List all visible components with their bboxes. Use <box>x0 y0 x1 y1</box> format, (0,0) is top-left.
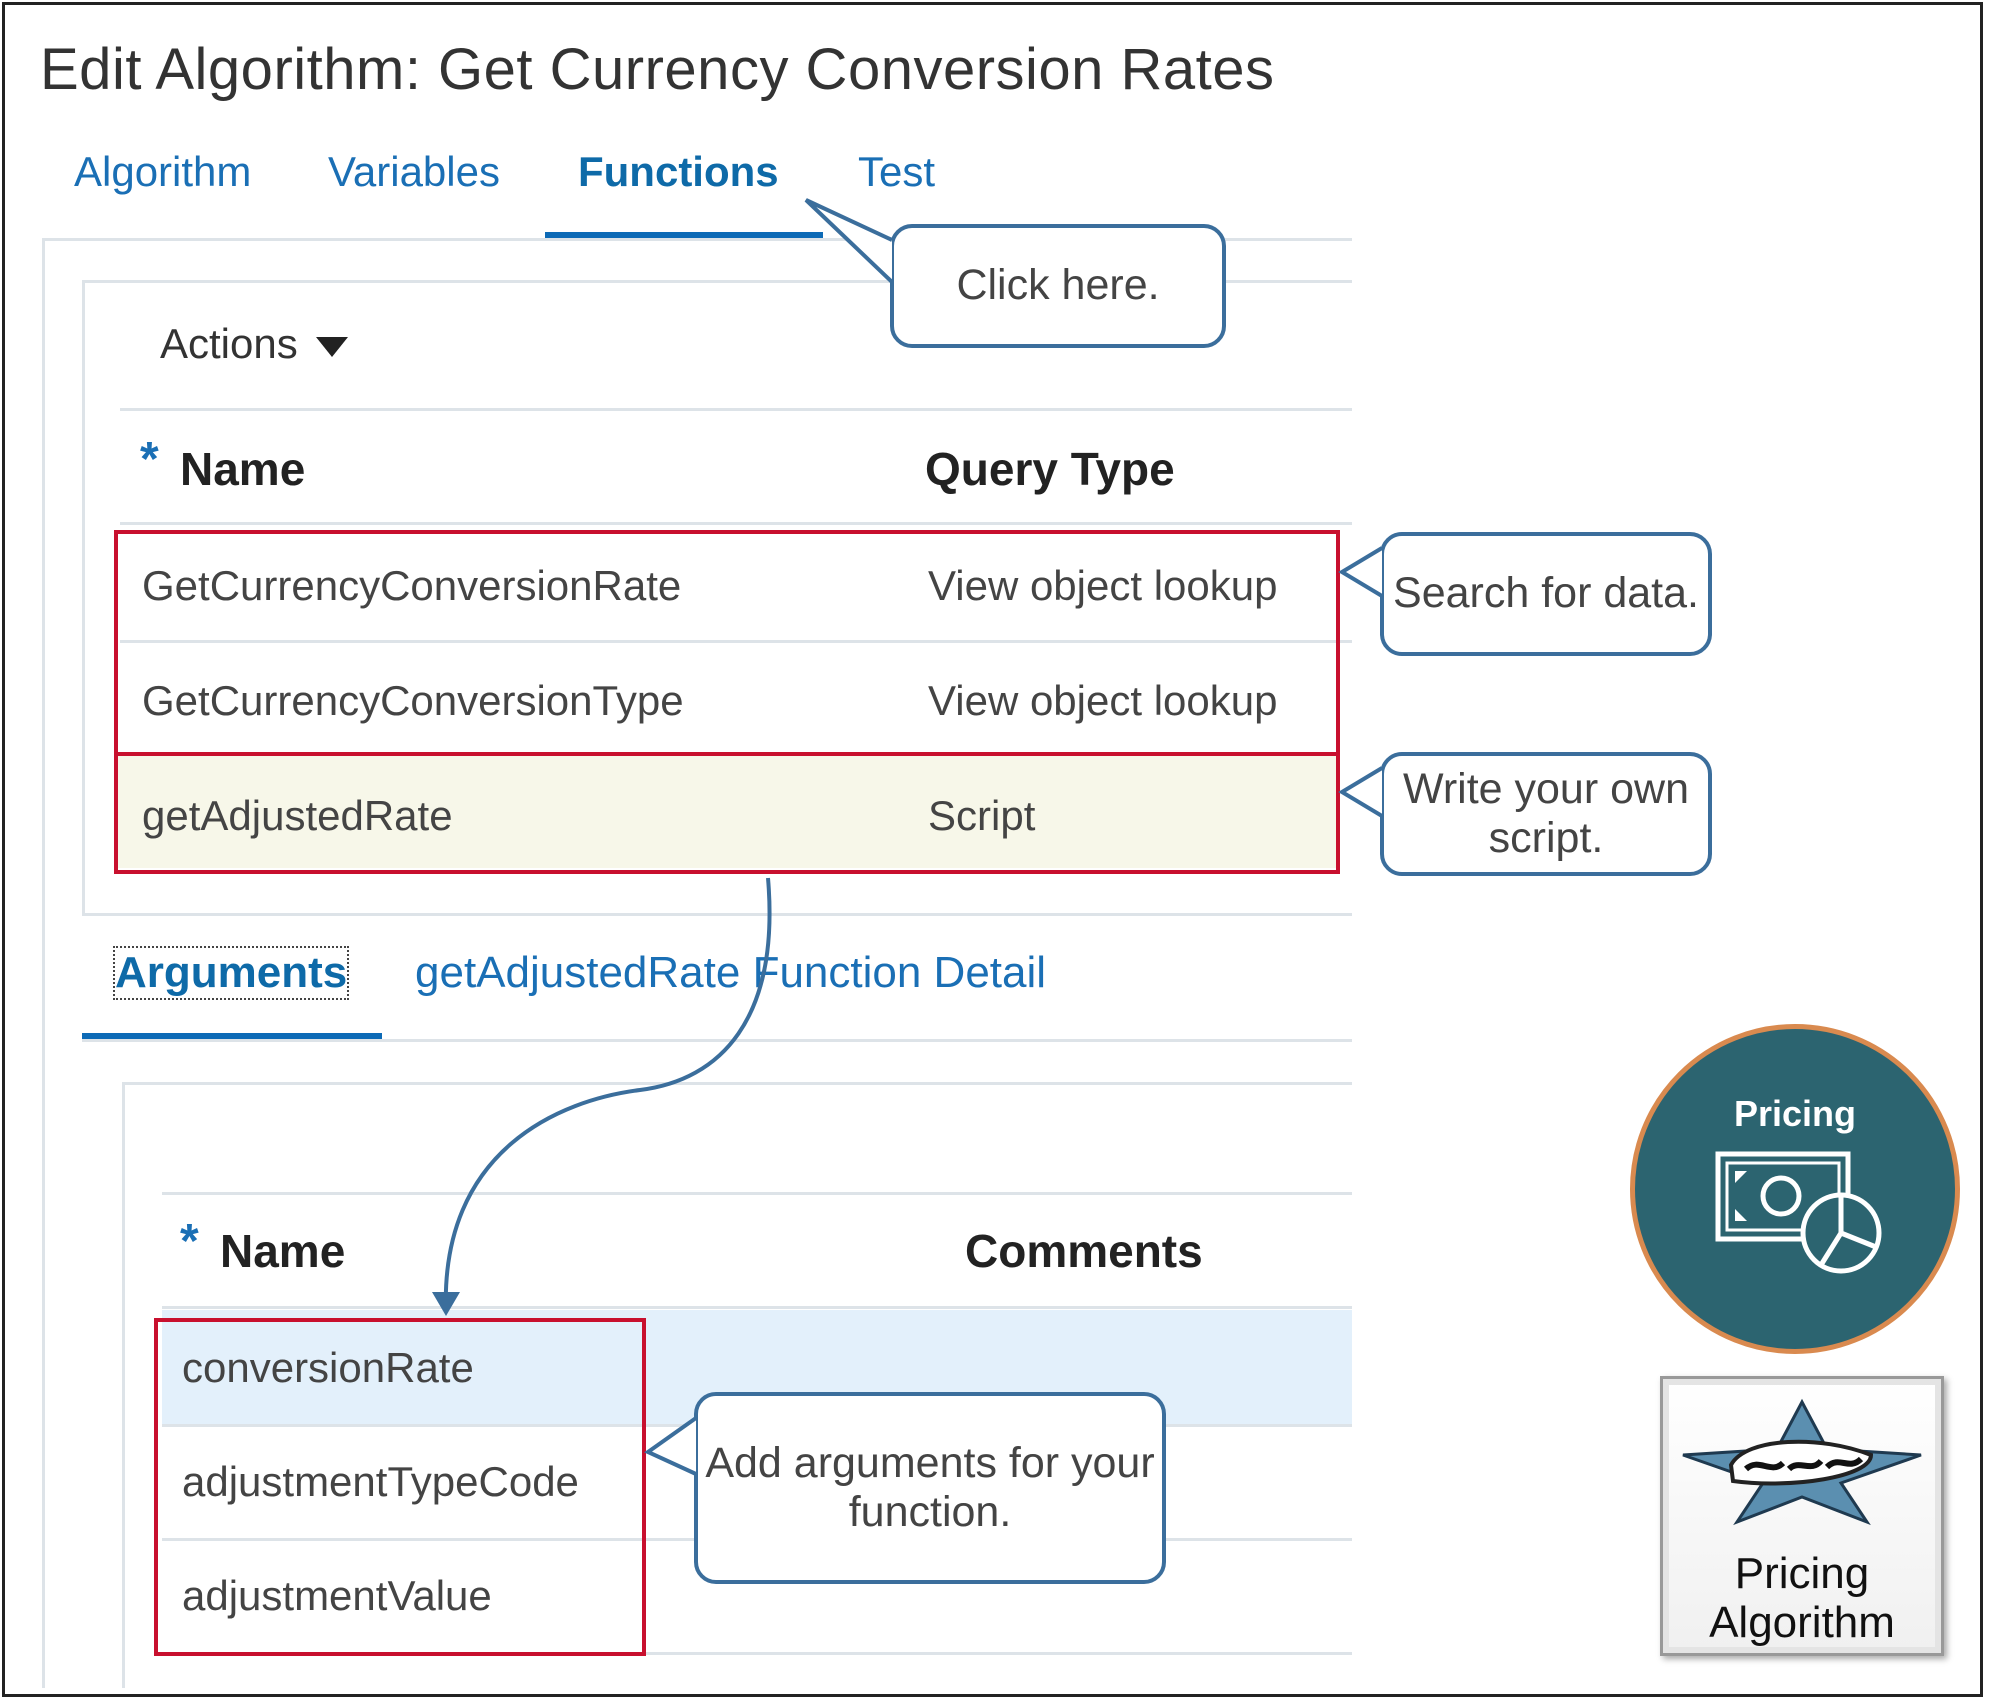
arguments-highlight <box>154 1318 646 1656</box>
callout-write-script: Write your own script. <box>1380 752 1712 876</box>
script-function-highlight <box>114 752 1340 874</box>
pricing-badge: Pricing <box>1630 1024 1960 1354</box>
tab-panel-border <box>42 238 1352 241</box>
callout-tail-search <box>1342 548 1382 596</box>
callout-add-arguments: Add arguments for your function. <box>694 1392 1166 1584</box>
active-tab-indicator <box>545 232 823 241</box>
callout-tail-click-outline <box>804 198 894 284</box>
active-subtab-indicator <box>82 1033 382 1042</box>
argument-name-cell[interactable]: adjustmentValue <box>182 1572 492 1619</box>
toolbar-divider <box>120 408 1352 411</box>
tab-test[interactable]: Test <box>858 148 936 195</box>
actions-label: Actions <box>160 320 298 367</box>
callout-tail-arguments <box>648 1418 696 1474</box>
functions-panel-border <box>82 280 1352 283</box>
subtab-panel-border <box>82 1039 1352 1042</box>
function-name-cell[interactable]: GetCurrencyConversionRate <box>142 562 682 609</box>
callout-tail-script <box>1342 768 1382 816</box>
column-header-query-type: Query Type <box>925 443 1175 495</box>
arguments-panel-border <box>122 1082 1352 1085</box>
callout-tail-search-outline <box>1338 546 1384 598</box>
tab-variables[interactable]: Variables <box>328 148 500 195</box>
column-header-comments: Comments <box>965 1225 1203 1277</box>
query-type-cell: View object lookup <box>928 562 1278 609</box>
row-divider <box>120 640 1352 643</box>
subtab-function-detail[interactable]: getAdjustedRate Function Detail <box>415 948 1047 997</box>
dropdown-caret-icon <box>315 336 348 357</box>
callout-tail-script-outline <box>1338 766 1384 818</box>
pricing-icon <box>1715 1151 1882 1274</box>
argument-name-cell[interactable]: conversionRate <box>182 1344 474 1391</box>
groovy-card-label: Pricing Algorithm <box>1709 1549 1895 1648</box>
tab-panel-left-border <box>42 238 45 1688</box>
required-marker: * <box>180 1215 199 1268</box>
row-divider <box>162 1652 1352 1655</box>
groovy-logo-icon <box>1682 1398 1922 1526</box>
function-name-cell[interactable]: GetCurrencyConversionType <box>142 677 684 724</box>
connector-arrow <box>443 877 772 1313</box>
functions-panel-left-border <box>82 280 85 915</box>
function-name-cell[interactable]: getAdjustedRate <box>142 792 453 839</box>
groovy-card: Pricing Algorithm <box>1660 1376 1944 1656</box>
header-divider <box>162 1306 1352 1309</box>
actions-menu[interactable]: Actions <box>160 320 348 368</box>
subtab-arguments[interactable]: Arguments <box>112 946 350 1000</box>
tab-algorithm[interactable]: Algorithm <box>74 148 252 195</box>
callout-search: Search for data. <box>1380 532 1712 656</box>
column-header-name: Name <box>220 1225 346 1277</box>
arguments-panel-left-border <box>122 1082 125 1688</box>
query-type-cell: Script <box>928 792 1036 839</box>
header-divider <box>120 522 1352 525</box>
page-title: Edit Algorithm: Get Currency Conversion … <box>40 37 1275 102</box>
argument-name-cell[interactable]: adjustmentTypeCode <box>182 1458 579 1505</box>
query-type-cell: View object lookup <box>928 677 1278 724</box>
table-row-selected[interactable] <box>118 756 1338 868</box>
arguments-toolbar-divider <box>162 1192 1352 1195</box>
required-marker: * <box>140 433 159 486</box>
callout-click-here: Click here. <box>890 224 1226 348</box>
column-header-name: Name <box>180 443 306 495</box>
pricing-badge-label: Pricing <box>1733 1093 1857 1134</box>
arrowhead-icon <box>432 1292 460 1316</box>
callout-tail-arguments-outline <box>644 1416 698 1476</box>
functions-panel-bottom-border <box>82 913 1352 916</box>
tab-functions[interactable]: Functions <box>578 148 779 195</box>
